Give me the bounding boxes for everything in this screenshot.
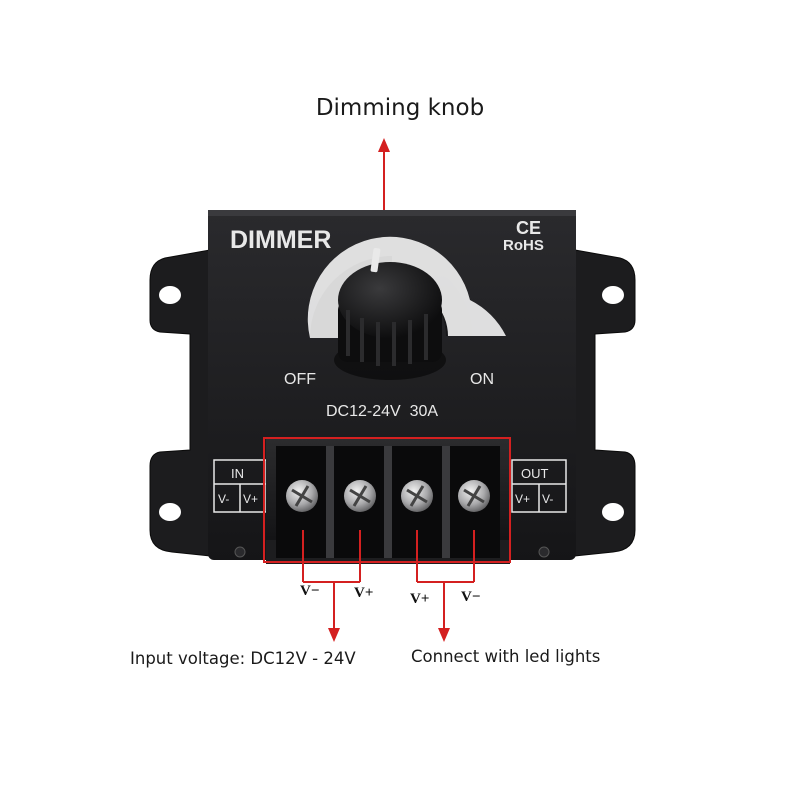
output-arrow-head [438, 628, 450, 642]
body-screw [234, 546, 246, 558]
rating-label: DC12-24V 30A [326, 403, 438, 420]
output-wiring-bracket [416, 530, 475, 632]
knob-indicator [370, 247, 381, 273]
flange-hole [602, 286, 624, 304]
terminal-screw-3[interactable] [401, 480, 433, 512]
in-box-title: IN [231, 466, 244, 481]
terminal-screw-4[interactable] [458, 480, 490, 512]
in-box-left: V- [218, 492, 229, 506]
flange-hole [159, 503, 181, 521]
body-top-edge [208, 210, 576, 216]
dimmer-brand-label: DIMMER [230, 226, 331, 254]
rohs-mark: RoHS [503, 237, 544, 254]
terminal-screw-2[interactable] [344, 480, 376, 512]
terminal-screw-1[interactable] [286, 480, 318, 512]
input-arrow-head [328, 628, 340, 642]
flange-hole [602, 503, 624, 521]
flange-hole [159, 286, 181, 304]
wire-label-output-positive: V+ [410, 591, 429, 607]
led-output-callout: Connect with led lights [411, 647, 601, 666]
wire-label-input-negative: V− [300, 583, 319, 599]
wire-label-output-negative: V− [461, 589, 480, 605]
in-terminal-label-box: IN V- V+ [213, 459, 267, 513]
input-wiring-bracket [302, 530, 361, 632]
on-label: ON [470, 371, 494, 388]
off-label: OFF [284, 371, 316, 388]
terminal-highlight-box [263, 437, 511, 563]
body-screw [538, 546, 550, 558]
out-box-title: OUT [521, 466, 549, 481]
out-terminal-label-box: OUT V+ V- [511, 459, 567, 513]
wire-label-input-positive: V+ [354, 585, 373, 601]
out-box-right: V- [542, 492, 553, 506]
left-mounting-flange [149, 249, 211, 557]
right-mounting-flange [574, 249, 636, 557]
dimming-knob-callout: Dimming knob [315, 95, 485, 121]
in-box-right: V+ [243, 492, 258, 506]
out-box-left: V+ [515, 492, 530, 506]
dimming-knob[interactable] [334, 247, 446, 380]
input-voltage-callout: Input voltage: DC12V - 24V [130, 649, 356, 668]
ce-mark: CE [516, 218, 541, 238]
